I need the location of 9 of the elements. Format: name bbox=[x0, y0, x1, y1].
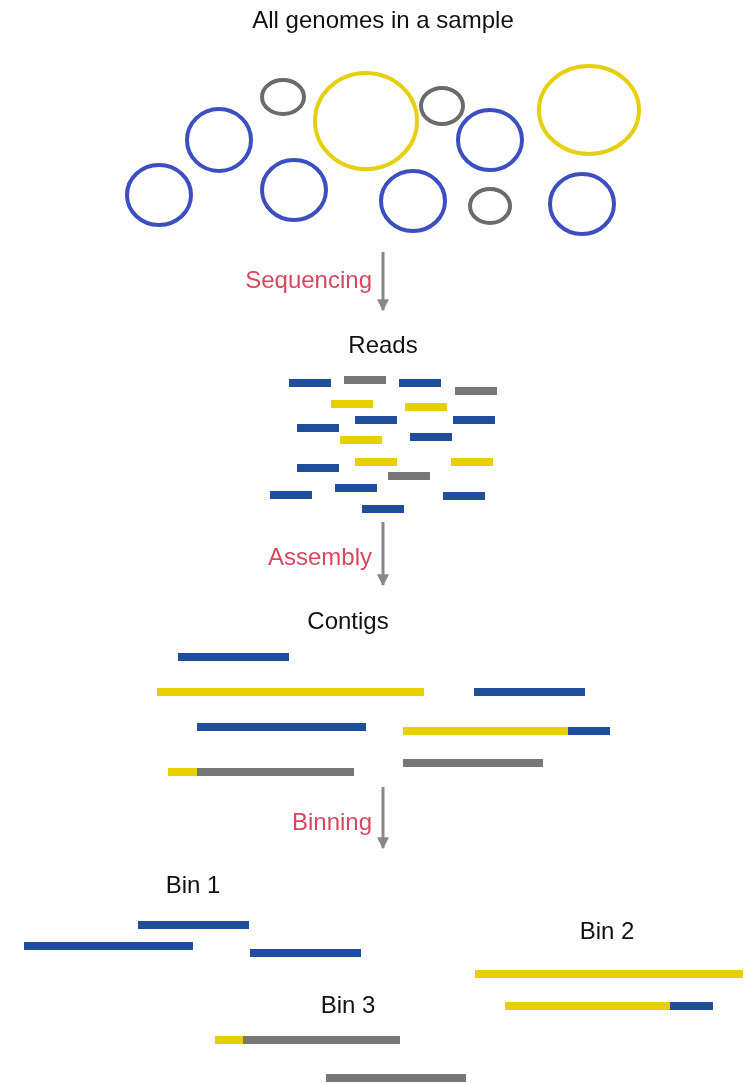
group-heading: Bin 3 bbox=[320, 991, 376, 1019]
arrow bbox=[377, 522, 389, 587]
group-heading: Bin 1 bbox=[165, 871, 221, 899]
group-heading: All genomes in a sample bbox=[252, 6, 514, 34]
group-heading: Bin 2 bbox=[579, 917, 635, 945]
group-heading: Reads bbox=[348, 331, 418, 359]
arrow bbox=[377, 252, 389, 312]
group-heading: Contigs bbox=[307, 607, 389, 635]
arrow bbox=[377, 787, 389, 850]
